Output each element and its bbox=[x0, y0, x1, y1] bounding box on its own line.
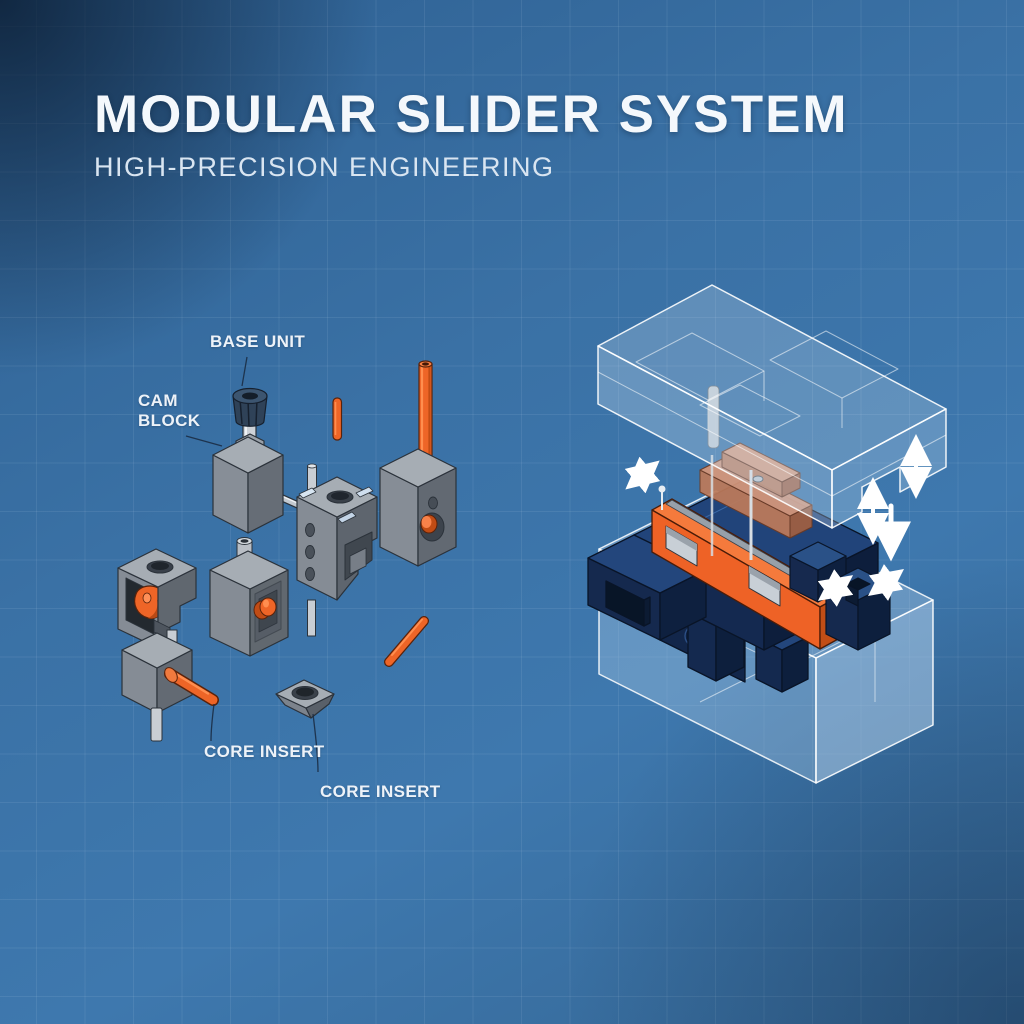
page-subtitle: HIGH-PRECISION ENGINEERING bbox=[94, 152, 555, 182]
leader-core-insert-right bbox=[312, 713, 319, 773]
slot-block bbox=[209, 537, 289, 657]
bar-window bbox=[665, 525, 698, 567]
diagonal-orange-rod bbox=[384, 616, 429, 667]
base-unit-part bbox=[212, 387, 284, 534]
header: MODULAR SLIDER SYSTEM HIGH-PRECISION ENG… bbox=[94, 88, 849, 183]
orange-pin-rod bbox=[332, 397, 343, 441]
leader-cam-block bbox=[185, 435, 223, 447]
leader-core-insert-left bbox=[210, 703, 215, 742]
knurled-knob bbox=[232, 387, 268, 427]
cam-slider-block bbox=[296, 463, 378, 637]
orange-plug bbox=[253, 597, 277, 620]
orange-pin bbox=[164, 667, 219, 706]
diagonal-motion-arrow-icon bbox=[624, 456, 661, 494]
leader-base-unit bbox=[241, 356, 248, 387]
core-insert-pin-block bbox=[121, 632, 219, 742]
exploded-view bbox=[117, 356, 457, 773]
clamp-block bbox=[825, 567, 891, 651]
upper-mold-ghost-block bbox=[597, 284, 947, 529]
core-insert-wedge bbox=[275, 679, 335, 719]
tall-guide-block bbox=[379, 360, 457, 567]
assembly-view bbox=[587, 284, 947, 784]
bar-window bbox=[748, 565, 781, 607]
diagonal-motion-arrow-icon bbox=[817, 569, 854, 607]
label-core-insert-left: CORE INSERT bbox=[204, 742, 325, 761]
label-base-unit: BASE UNIT bbox=[210, 332, 306, 351]
label-core-insert-right: CORE INSERT bbox=[320, 782, 441, 801]
motion-arrows bbox=[624, 434, 932, 607]
label-cam-block: CAM BLOCK bbox=[138, 391, 201, 430]
leader-lines bbox=[185, 356, 319, 773]
page-title: MODULAR SLIDER SYSTEM bbox=[94, 85, 849, 144]
diagonal-motion-arrow-icon bbox=[868, 564, 904, 601]
